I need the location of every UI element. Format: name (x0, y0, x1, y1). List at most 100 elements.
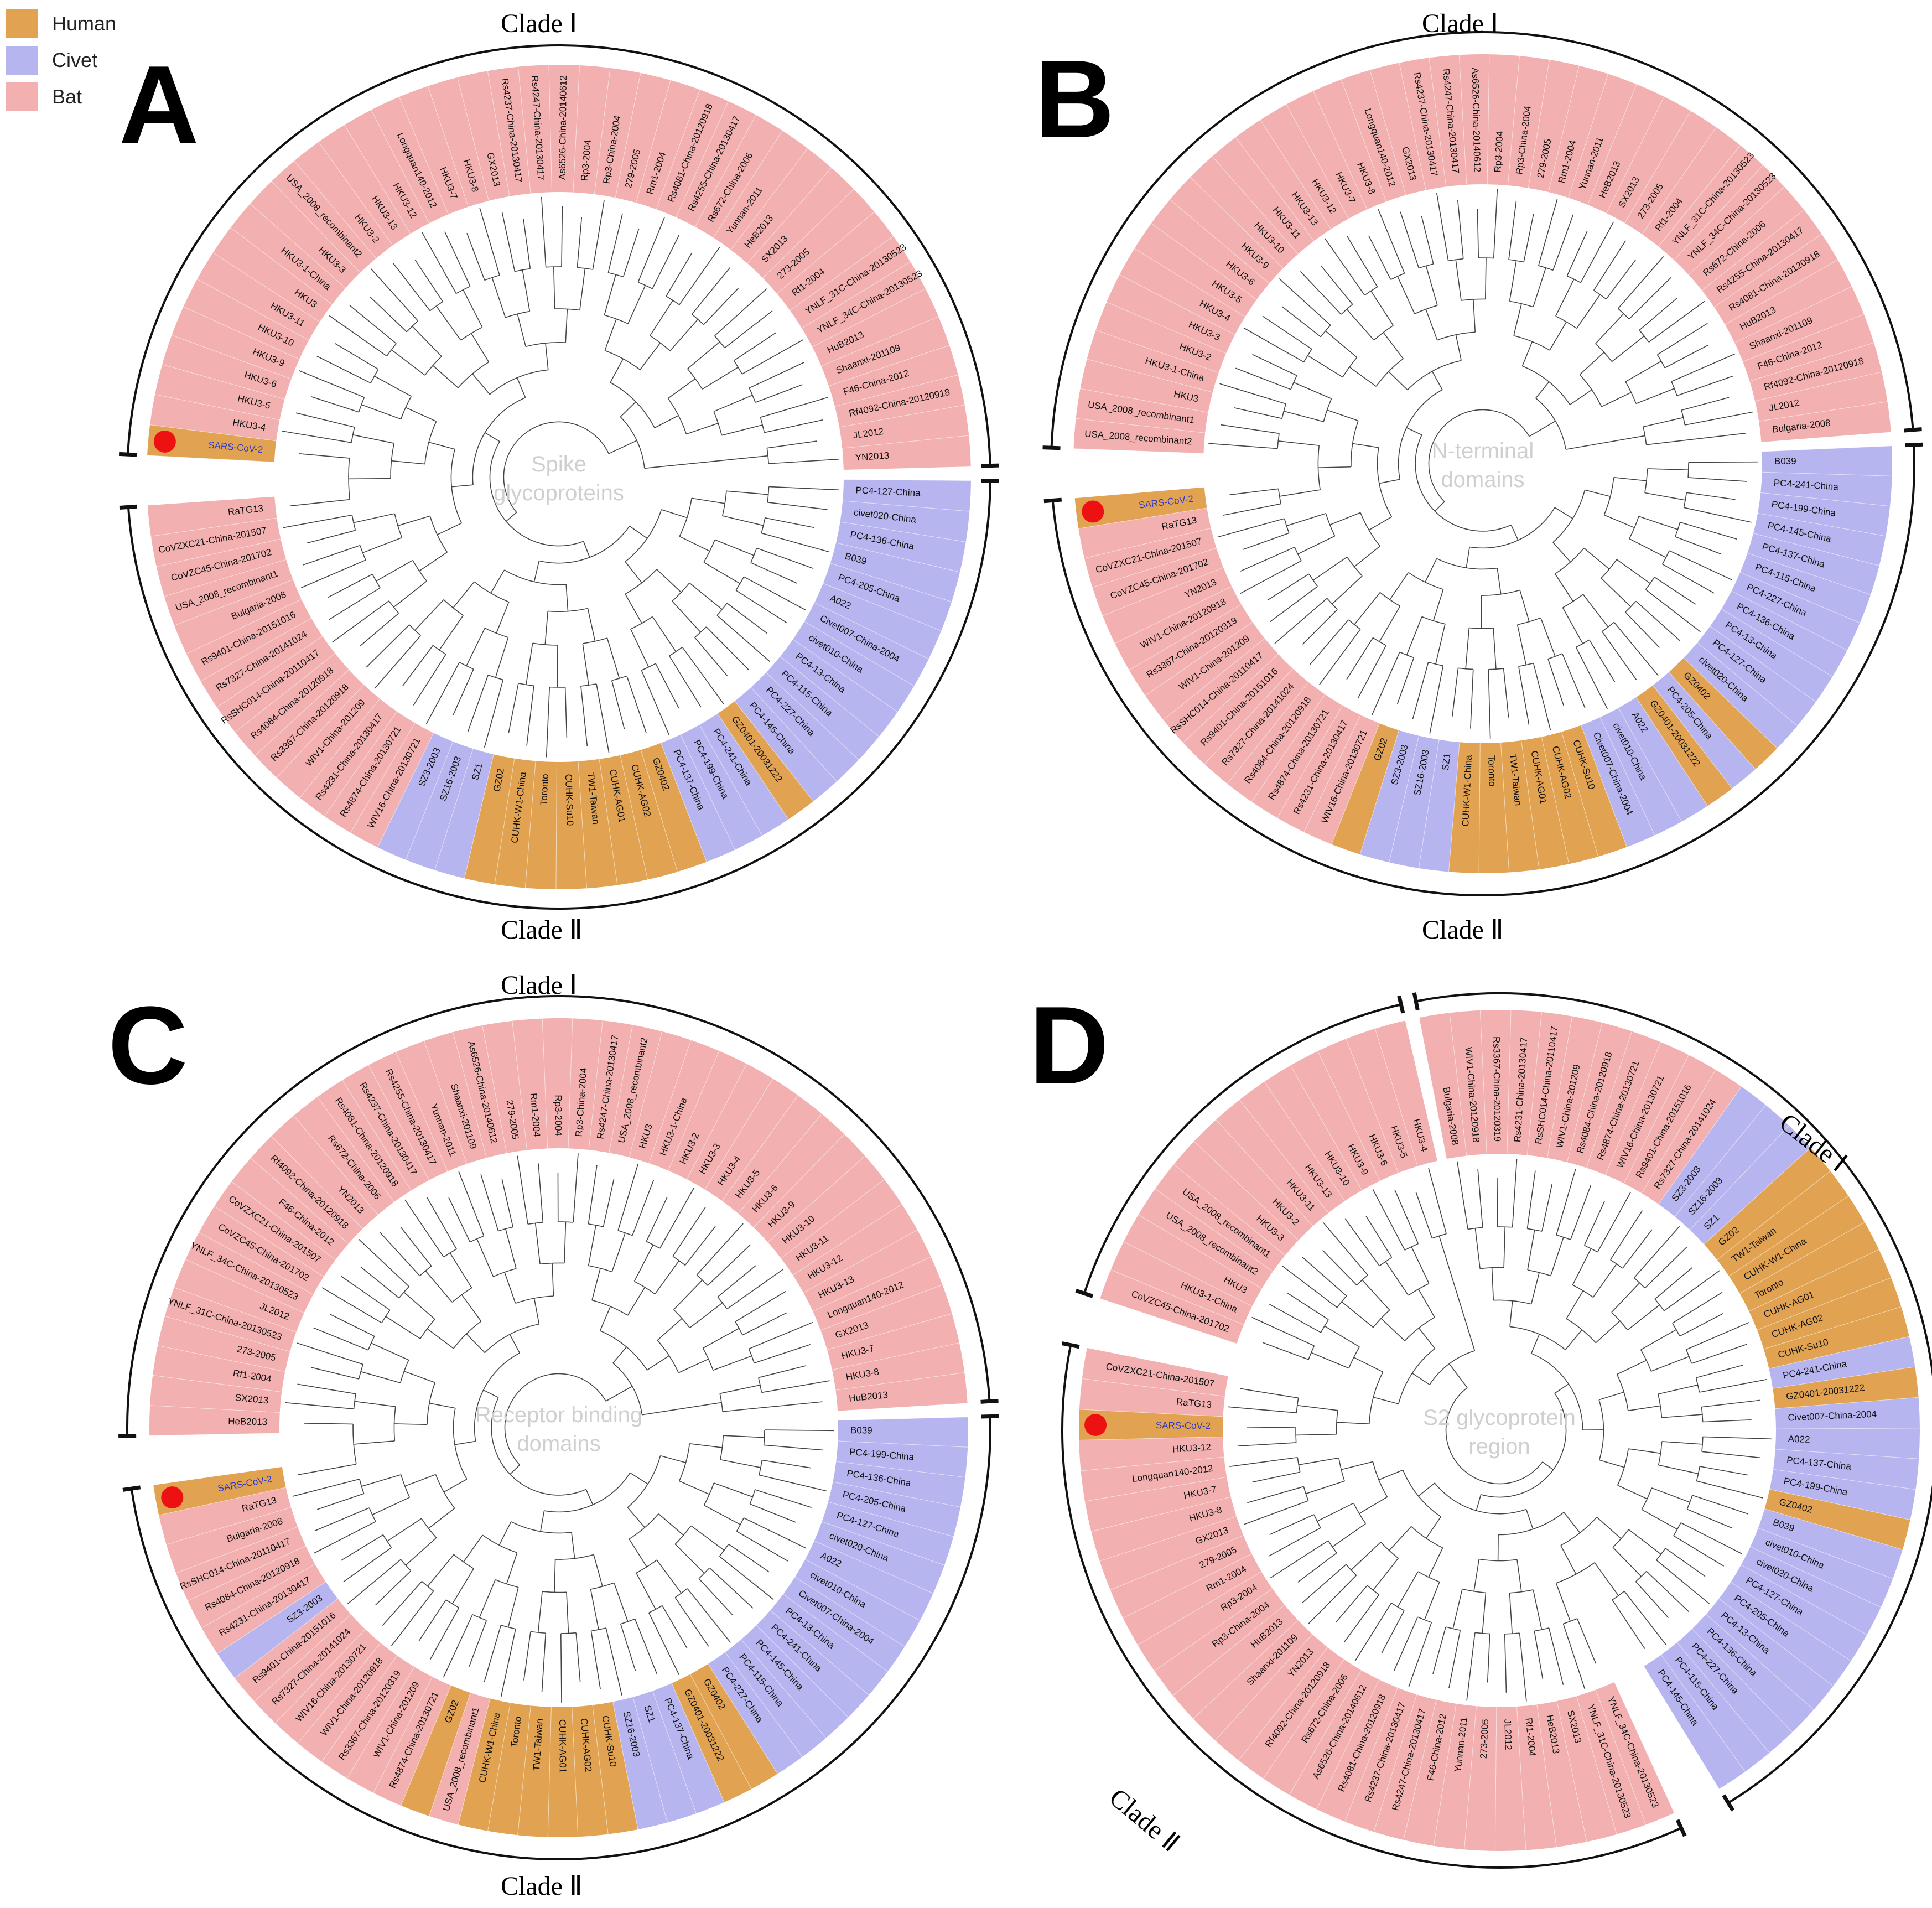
branch (584, 541, 590, 557)
branch (1634, 1226, 1680, 1278)
branch (1488, 670, 1490, 739)
branch (517, 1156, 528, 1225)
branch (335, 344, 378, 370)
branch (1394, 1617, 1418, 1671)
branch (1590, 640, 1615, 682)
branch (1596, 1321, 1620, 1343)
branch (554, 1559, 555, 1592)
branch (692, 498, 725, 504)
branch (1229, 1458, 1297, 1466)
clade-bracket-tick (981, 1416, 999, 1417)
branch (1426, 309, 1437, 340)
branch (1647, 469, 1688, 470)
branch (1571, 1185, 1591, 1240)
legend-item-human: Human (6, 6, 116, 42)
sars-cov-2-label: SARS-CoV-2 (1156, 1420, 1211, 1431)
tree-title-line: Receptor binding (475, 1403, 642, 1427)
branch (1555, 1384, 1569, 1393)
branch (1604, 515, 1634, 528)
branch (1282, 1266, 1337, 1308)
branch (1433, 1627, 1446, 1674)
branch (314, 1522, 376, 1553)
branch (361, 405, 401, 419)
clade-bracket-tick (123, 1487, 141, 1490)
branch (1456, 335, 1461, 361)
tree-title-line: domains (517, 1432, 600, 1456)
sars-cov-2-marker (1082, 501, 1104, 523)
branch (508, 1587, 518, 1627)
branch (567, 1592, 568, 1633)
branch (1585, 1201, 1605, 1246)
branch (1373, 1397, 1399, 1404)
branch (1539, 199, 1557, 266)
branch (1628, 1449, 1660, 1453)
tree-title-line: region (1468, 1434, 1530, 1459)
branch (1702, 1451, 1760, 1458)
branch (591, 1589, 599, 1630)
branch (612, 681, 625, 729)
leaf-label: CUHK-Su10 (563, 774, 575, 826)
branch (1302, 1564, 1346, 1603)
branch (625, 594, 642, 624)
branch (422, 232, 456, 293)
branch (485, 680, 503, 747)
branch (690, 1303, 723, 1328)
branch (1524, 214, 1534, 262)
branch (596, 684, 609, 753)
branch (1306, 1481, 1344, 1494)
branch (1643, 418, 1684, 427)
branch (630, 526, 647, 538)
legend-label-civet: Civet (52, 49, 97, 72)
branch (736, 590, 787, 623)
branch (605, 319, 616, 350)
branch (1528, 1230, 1535, 1270)
branch (415, 260, 443, 302)
branch (1235, 368, 1291, 390)
branch (1659, 1465, 1699, 1474)
tree-title-line: glycoproteins (494, 481, 624, 505)
branch (404, 1292, 435, 1319)
branch (386, 1316, 420, 1339)
panel-letter-b: B (1035, 44, 1114, 155)
branch (1662, 1442, 1702, 1444)
branch (354, 514, 394, 523)
branch (1533, 268, 1546, 307)
branch (1452, 668, 1458, 717)
leaf-label: Rp3-2004 (1492, 131, 1505, 173)
branch (1551, 1237, 1564, 1276)
branch (1585, 490, 1610, 496)
branch (661, 1456, 686, 1463)
branch (1594, 241, 1626, 291)
sars-cov-2-marker (154, 431, 176, 453)
branch (1341, 1462, 1373, 1470)
branch (576, 1633, 580, 1682)
branch (565, 309, 567, 343)
branch (394, 581, 427, 607)
branch (1565, 1330, 1582, 1350)
branch (1436, 624, 1445, 664)
branch (1556, 1583, 1571, 1621)
branch (1298, 536, 1335, 554)
branch (1432, 371, 1442, 390)
branch (304, 1423, 353, 1424)
branch (1566, 1291, 1583, 1319)
branch (1534, 1631, 1543, 1679)
branch (749, 362, 804, 388)
branch (1369, 517, 1391, 530)
branch (762, 1381, 830, 1392)
branch (1629, 277, 1671, 319)
branch (499, 1522, 511, 1545)
branch (1628, 1305, 1660, 1330)
branch (1688, 478, 1747, 481)
branch (1562, 654, 1585, 708)
branch (1593, 1264, 1616, 1297)
branch (1296, 1434, 1337, 1435)
branch (545, 611, 548, 645)
branch (1481, 595, 1482, 629)
branch (1645, 589, 1700, 631)
branch (1556, 1169, 1576, 1235)
branch (720, 1385, 760, 1393)
branch (692, 267, 730, 314)
branch (1362, 1280, 1390, 1310)
